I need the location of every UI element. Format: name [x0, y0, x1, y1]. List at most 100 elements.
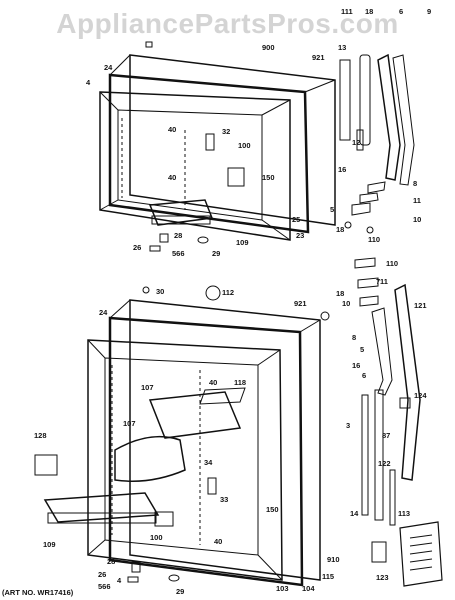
dairy-compartment-107 — [114, 435, 186, 482]
door-shelf-118 — [199, 387, 246, 405]
clip-566 — [149, 245, 161, 252]
callout-8: 8 — [413, 179, 417, 188]
callout-8: 8 — [352, 333, 356, 342]
callout-24: 24 — [99, 308, 108, 317]
callout-11: 11 — [380, 277, 388, 286]
callout-921: 921 — [294, 299, 307, 308]
callout-28: 28 — [107, 557, 115, 566]
callout-11: 11 — [413, 196, 421, 205]
callout-910: 910 — [327, 555, 340, 564]
handle-6b — [371, 307, 393, 396]
handle-6 — [377, 53, 401, 181]
callout-26: 26 — [98, 570, 106, 579]
callout-5: 5 — [330, 205, 334, 214]
callout-18: 18 — [336, 225, 344, 234]
callout-150: 150 — [262, 173, 275, 182]
knob-112 — [205, 285, 221, 301]
callout-25: 25 — [292, 215, 300, 224]
hinge-10b — [359, 295, 379, 307]
freezer-liner-edge — [99, 91, 119, 111]
freezer-door-outer-panel — [129, 54, 336, 226]
door-bin-front — [47, 512, 157, 524]
callout-14: 14 — [350, 509, 359, 518]
hinge-11a — [359, 192, 379, 204]
screw-18b — [344, 221, 352, 229]
callout-150: 150 — [266, 505, 279, 514]
fresh-food-door-liner — [87, 339, 283, 581]
callout-109: 109 — [236, 238, 249, 247]
callout-30: 30 — [156, 287, 164, 296]
callout-40: 40 — [209, 378, 217, 387]
door-shelf-107-upper — [148, 391, 242, 439]
cap-29b — [168, 574, 180, 582]
callout-40: 40 — [214, 537, 222, 546]
watermark-text: AppliancePartsPros.com — [56, 8, 399, 39]
cap-124 — [399, 397, 411, 409]
callout-32: 32 — [222, 127, 230, 136]
callout-124: 124 — [414, 391, 427, 400]
fresh-food-door-gasket — [108, 316, 304, 587]
callout-26: 26 — [133, 243, 141, 252]
stop-28 — [159, 233, 169, 243]
freezer-door-gasket — [108, 73, 310, 234]
egg-tray-128 — [34, 454, 58, 476]
callout-34: 34 — [204, 458, 213, 467]
hinge-13 — [359, 54, 371, 146]
freezer-shelf-109 — [148, 199, 214, 226]
callout-4: 4 — [86, 78, 91, 87]
callout-104: 104 — [302, 584, 315, 593]
callout-123: 123 — [376, 573, 389, 582]
callout-111: 111 — [341, 7, 353, 16]
callout-3: 3 — [346, 421, 350, 430]
callout-16: 16 — [352, 361, 360, 370]
hinge-cover-111 — [339, 59, 351, 141]
rod-113 — [389, 469, 396, 526]
callout-6: 6 — [362, 371, 366, 380]
callout-921: 921 — [312, 53, 325, 62]
screw-110a — [366, 226, 374, 234]
cap-921b — [320, 311, 330, 321]
stop-28b — [131, 561, 141, 573]
cap-29 — [197, 236, 209, 244]
callout-33: 33 — [220, 495, 228, 504]
freezer-bracket-32 — [205, 133, 215, 151]
callout-28: 28 — [174, 231, 182, 240]
callout-12: 12 — [352, 138, 360, 147]
freezer-shelf-front — [151, 215, 211, 225]
callout-5: 5 — [360, 345, 364, 354]
clip-100b — [154, 511, 174, 527]
callout-107: 107 — [123, 419, 136, 428]
hinge-10a — [351, 202, 371, 216]
callout-107: 107 — [141, 383, 154, 392]
callout-115: 115 — [322, 572, 334, 581]
freezer-hinge-parts — [339, 53, 415, 234]
callout-566: 566 — [98, 582, 111, 591]
callout-13: 13 — [338, 43, 346, 52]
callout-566: 566 — [172, 249, 185, 258]
screw-30 — [142, 286, 150, 294]
clip-566b — [127, 576, 139, 583]
callout-121: 121 — [414, 301, 427, 310]
callout-23: 23 — [296, 231, 304, 240]
handle-trim-9 — [392, 54, 415, 186]
callout-4: 4 — [117, 576, 122, 585]
callout-10: 10 — [413, 215, 421, 224]
fresh-food-door-assembly — [34, 285, 330, 587]
callout-29: 29 — [176, 587, 184, 596]
instruction-card — [399, 521, 443, 587]
hinge-pin-12 — [356, 129, 364, 151]
callout-87: 87 — [382, 431, 390, 440]
callout-109: 109 — [43, 540, 56, 549]
bracket-123 — [371, 541, 387, 563]
hinge-122 — [374, 389, 384, 521]
callout-24: 24 — [104, 63, 113, 72]
callout-18: 18 — [365, 7, 373, 16]
callout-18: 18 — [336, 289, 344, 298]
callout-122: 122 — [378, 459, 391, 468]
freezer-screw-24 — [145, 41, 153, 48]
callout-40: 40 — [168, 173, 176, 182]
callout-110: 110 — [386, 259, 398, 268]
